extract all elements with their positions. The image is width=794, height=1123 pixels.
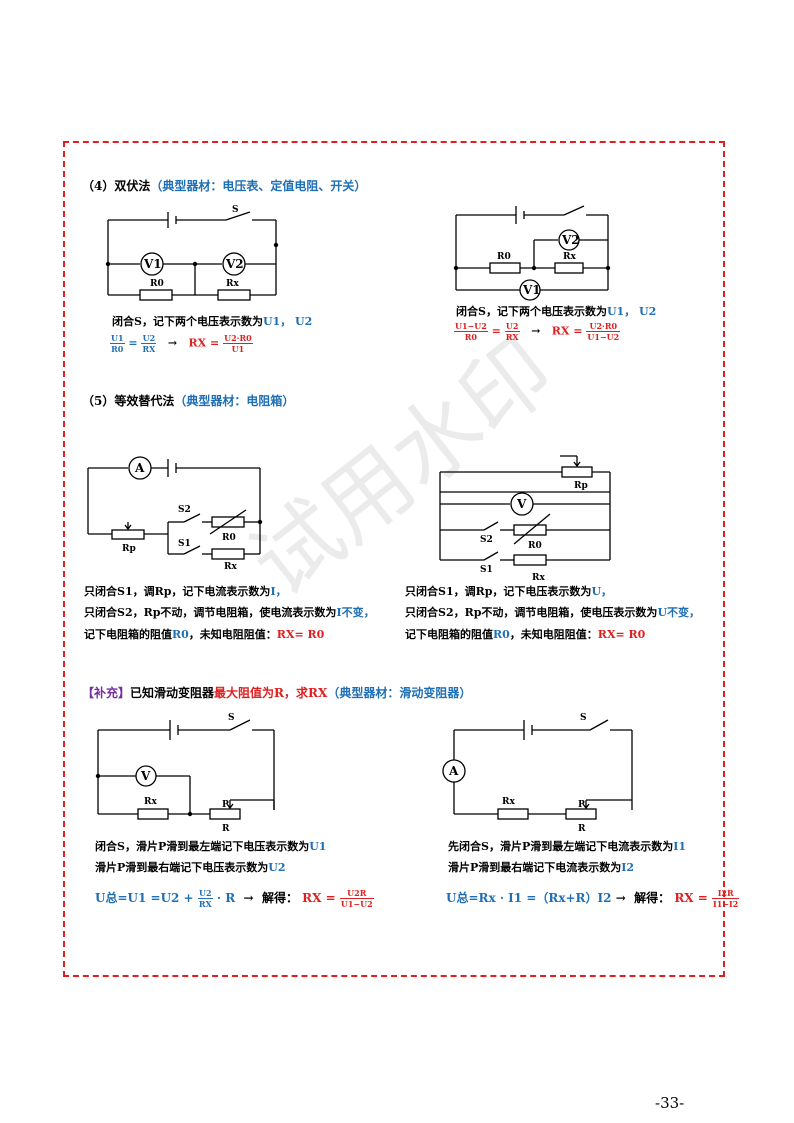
supplement-right-line2: 滑片P滑到最右端记下电流表示数为I2 bbox=[448, 861, 635, 874]
double-voltmeter-circuit-right: R0 Rx V2 V1 bbox=[453, 205, 611, 301]
svg-text:Rx: Rx bbox=[224, 562, 237, 572]
double-voltmeter-circuit-left: S V1 V2 R0 Rx bbox=[105, 205, 279, 301]
rx-label: Rx bbox=[226, 279, 239, 289]
supplement-left-line1: 闭合S，滑片P滑到最左端记下电压表示数为U1 bbox=[95, 840, 327, 853]
supplement-right-line1: 先闭合S，滑片P滑到最左端记下电流表示数为I1 bbox=[448, 840, 687, 853]
switch-label: S bbox=[232, 205, 239, 215]
slide-rheostat-voltmeter-circuit: S V Rx P R bbox=[95, 713, 275, 834]
svg-text:R: R bbox=[222, 824, 230, 834]
substitution-ammeter-circuit: A Rp S2 R0 S1 Rx bbox=[87, 456, 263, 572]
svg-text:P: P bbox=[578, 800, 585, 810]
section5-left-line1: 只闭合S1，调Rp，记下电流表示数为I， bbox=[84, 585, 287, 598]
svg-text:Rp: Rp bbox=[574, 481, 588, 491]
svg-text:S1: S1 bbox=[480, 565, 493, 575]
r0-label: R0 bbox=[150, 279, 164, 289]
svg-text:S2: S2 bbox=[178, 505, 191, 515]
v2-label: V2 bbox=[225, 257, 244, 271]
supplement-left-line2: 滑片P滑到最右端记下电压表示数为U2 bbox=[95, 861, 286, 874]
svg-text:R0: R0 bbox=[497, 252, 511, 262]
section5-right-line1: 只闭合S1，调Rp，记下电压表示数为U， bbox=[405, 585, 613, 598]
svg-text:A: A bbox=[134, 461, 145, 475]
svg-text:Rx: Rx bbox=[144, 797, 157, 807]
v1-label: V1 bbox=[143, 257, 162, 271]
svg-text:S: S bbox=[580, 713, 587, 723]
section4-left-step: 闭合S，记下两个电压表示数为U1， U2 bbox=[112, 315, 313, 328]
svg-text:R0: R0 bbox=[528, 541, 542, 551]
page-number: -33- bbox=[655, 1094, 685, 1112]
svg-text:Rx: Rx bbox=[532, 573, 545, 583]
section4-heading: （4）双伏法（典型器材：电压表、定值电阻、开关） bbox=[82, 177, 366, 194]
svg-text:Rx: Rx bbox=[563, 252, 576, 262]
svg-text:V: V bbox=[140, 769, 151, 783]
section5-left-line2: 只闭合S2，Rp不动，调节电阻箱，使电流表示数为I不变， bbox=[84, 606, 375, 619]
svg-text:V: V bbox=[516, 497, 527, 511]
section4-right-step: 闭合S，记下两个电压表示数为U1， U2 bbox=[456, 305, 657, 318]
svg-text:V2: V2 bbox=[561, 233, 580, 247]
svg-text:A: A bbox=[448, 764, 459, 778]
supplement-heading: 【补充】已知滑动变阻器最大阻值为R，求RX（典型器材：滑动变阻器） bbox=[82, 686, 472, 700]
svg-text:S1: S1 bbox=[178, 539, 191, 549]
slide-rheostat-ammeter-circuit: S A Rx P R bbox=[442, 713, 633, 834]
svg-text:R: R bbox=[578, 824, 586, 834]
section5-heading: （5）等效替代法（典型器材：电阻箱） bbox=[82, 394, 295, 408]
svg-text:P: P bbox=[222, 800, 229, 810]
dashed-frame bbox=[63, 141, 725, 977]
svg-text:S: S bbox=[228, 713, 235, 723]
svg-text:Rp: Rp bbox=[122, 544, 136, 554]
section4-equipment: （典型器材：电压表、定值电阻、开关） bbox=[150, 179, 367, 193]
section4-title: （4）双伏法 bbox=[82, 179, 151, 193]
svg-text:R0: R0 bbox=[222, 533, 236, 543]
svg-text:S2: S2 bbox=[480, 535, 493, 545]
section5-left-line3: 记下电阻箱的阻值R0，未知电阻阻值：RX= R0 bbox=[84, 628, 325, 641]
substitution-voltmeter-circuit: Rp V S2 R0 S1 Rx bbox=[439, 455, 611, 583]
svg-text:Rx: Rx bbox=[502, 797, 515, 807]
section5-right-line3: 记下电阻箱的阻值R0，未知电阻阻值：RX= R0 bbox=[405, 628, 646, 641]
section5-right-line2: 只闭合S2，Rp不动，调节电阻箱，使电压表示数为U不变， bbox=[405, 606, 701, 619]
svg-text:V1: V1 bbox=[522, 283, 541, 297]
